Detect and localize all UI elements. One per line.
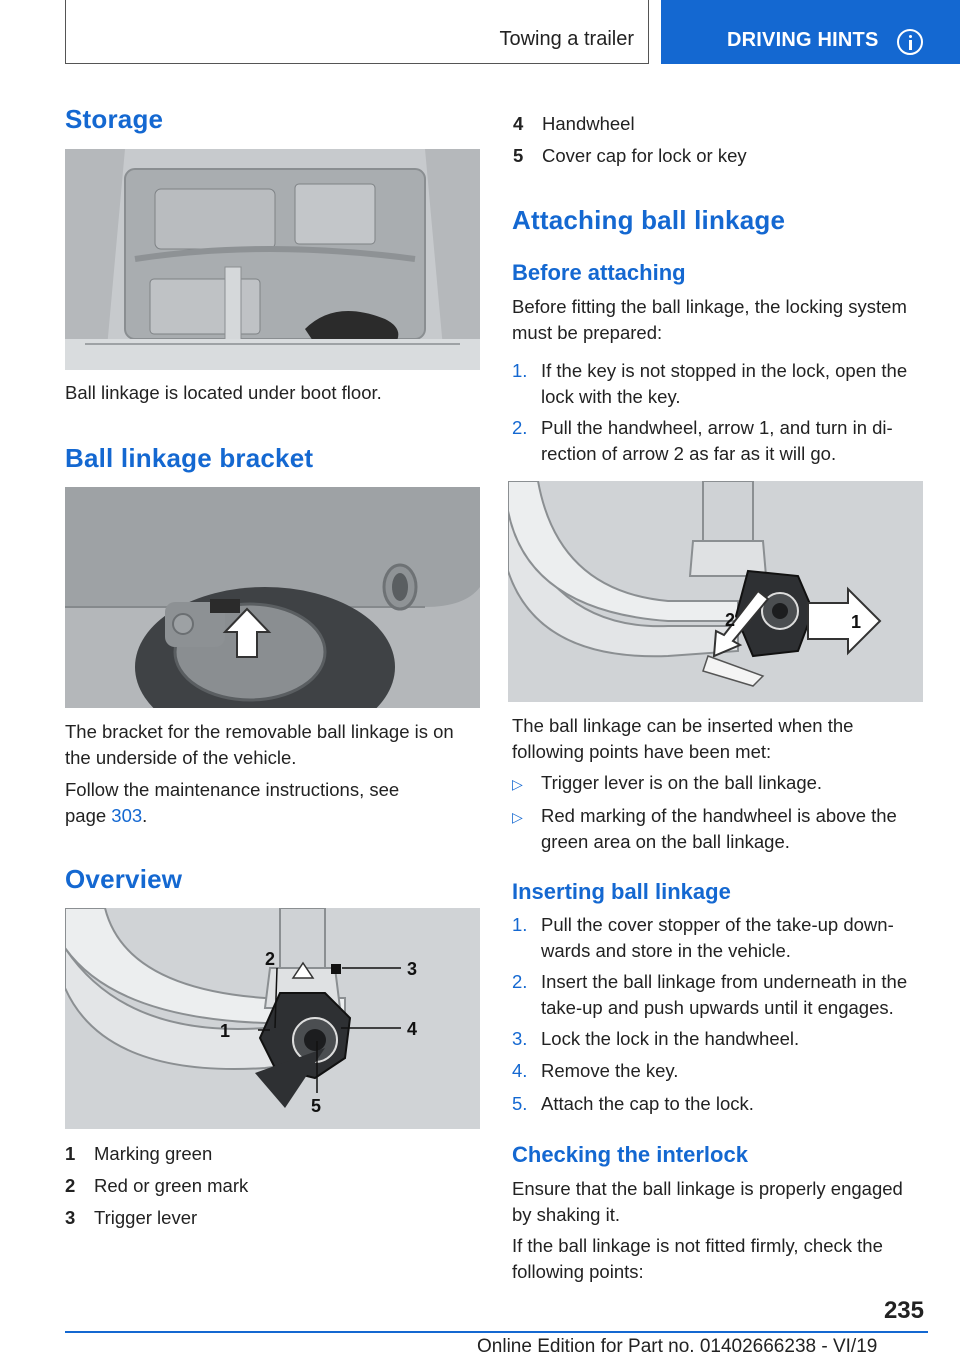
boot-storage-photo: [65, 149, 480, 370]
interlock-heading: Checking the interlock: [512, 1142, 748, 1167]
step-line: lock with the key.: [541, 386, 681, 407]
step-number: 2.: [512, 971, 528, 992]
page-number: 235: [883, 1297, 924, 1324]
step-number: 1.: [512, 360, 528, 381]
step-line: Attach the cap to the lock.: [541, 1093, 754, 1114]
step-line: Remove the key.: [541, 1060, 679, 1081]
step-line: Lock the lock in the handwheel.: [541, 1028, 800, 1049]
step-number: 3.: [512, 1028, 528, 1049]
bracket-text: The bracket for the removable ball linka…: [65, 721, 454, 768]
maintenance-text: Follow the maintenance instructions, see…: [65, 777, 480, 829]
item-number: 5: [513, 145, 524, 166]
overview-label-5: 5: [311, 1096, 321, 1116]
overview-label-1: 1: [220, 1021, 230, 1041]
item-number: 3: [65, 1207, 76, 1228]
overview-heading: Overview: [65, 864, 183, 894]
step-number: 5.: [512, 1093, 528, 1114]
insert-conditions-text: The ball linkage can be inserted when th…: [512, 715, 854, 762]
edition-footer: Online Edition for Part no. 01402666238 …: [477, 1336, 878, 1357]
bullet-arrow-icon: ▷: [512, 776, 523, 792]
step-line: take-up and push upwards until it engage…: [541, 997, 894, 1018]
attaching-heading: Attaching ball linkage: [512, 205, 786, 235]
chapter-title: DRIVING HINTS: [727, 29, 879, 51]
not-firm-text: If the ball linkage is not fitted firmly…: [512, 1235, 883, 1282]
overview-label-4: 4: [407, 1019, 417, 1039]
storage-caption: Ball linkage is located under boot floor…: [65, 382, 382, 403]
footer-divider: [65, 1331, 928, 1333]
item-number: 4: [513, 113, 524, 134]
handwheel-diagram: 2 1: [508, 481, 923, 702]
bullet-arrow-icon: ▷: [512, 809, 523, 825]
item-number: 1: [65, 1143, 76, 1164]
step-line: Pull the handwheel, arrow 1, and turn in…: [541, 417, 893, 438]
storage-heading: Storage: [65, 104, 164, 134]
bullet-line: green area on the ball linkage.: [541, 831, 790, 852]
bullet-line: Red marking of the handwheel is above th…: [541, 805, 897, 826]
step-line: If the key is not stopped in the lock, o…: [541, 360, 908, 381]
before-attaching-text: Before fitting the ball linkage, the loc…: [512, 296, 907, 343]
step-line: rection of arrow 2 as far as it will go.: [541, 443, 837, 464]
maintenance-text-lead: Follow the maintenance instructions, see: [65, 779, 400, 800]
header-section-box: Towing a trailer: [65, 0, 649, 64]
item-text: Marking green: [94, 1143, 213, 1164]
info-icon: [897, 29, 923, 55]
bullet-line: Trigger lever is on the ball linkage.: [541, 772, 823, 793]
inserting-heading: Inserting ball linkage: [512, 879, 731, 904]
bracket-heading: Ball linkage bracket: [65, 443, 314, 473]
interlock-text: Ensure that the ball linkage is properly…: [512, 1178, 903, 1225]
overview-label-3: 3: [407, 959, 417, 979]
item-text: Trigger lever: [94, 1207, 198, 1228]
overview-diagram: 2 3 1 4 5: [65, 908, 480, 1129]
step-number: 2.: [512, 417, 528, 438]
item-text: Red or green mark: [94, 1175, 249, 1196]
step-line: wards and store in the vehicle.: [541, 940, 791, 961]
chapter-tab[interactable]: DRIVING HINTS: [661, 0, 960, 64]
step-number: 4.: [512, 1060, 528, 1081]
maintenance-page-prefix: page: [65, 805, 112, 826]
overview-label-2: 2: [265, 949, 275, 969]
before-attaching-heading: Before attaching: [512, 260, 686, 285]
item-text: Handwheel: [542, 113, 635, 134]
section-title: Towing a trailer: [499, 28, 634, 50]
step-line: Insert the ball linkage from underneath …: [541, 971, 908, 992]
item-number: 2: [65, 1175, 76, 1196]
maintenance-page-suffix: .: [142, 805, 148, 826]
page-link-303[interactable]: 303: [111, 805, 143, 826]
step-line: Pull the cover stopper of the take-up do…: [541, 914, 894, 935]
step-number: 1.: [512, 914, 528, 935]
item-text: Cover cap for lock or key: [542, 145, 747, 166]
bracket-photo: [65, 487, 480, 708]
handwheel-arrow-label-2: 2: [725, 610, 735, 630]
handwheel-arrow-label-1: 1: [851, 612, 861, 632]
